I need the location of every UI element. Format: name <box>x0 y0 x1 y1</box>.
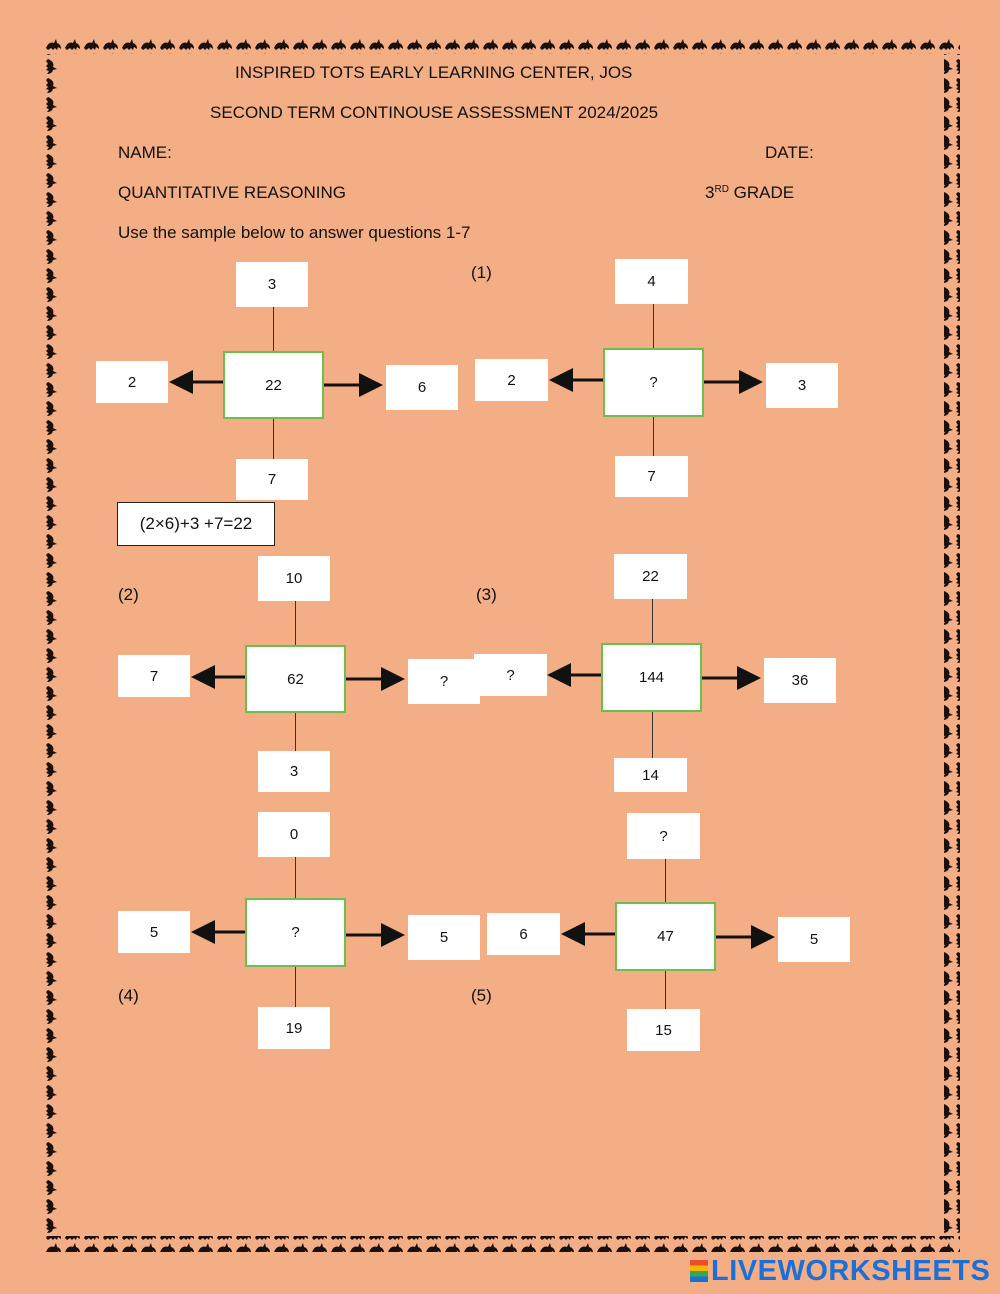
q2-label: (2) <box>118 585 139 605</box>
sample-top-box: 3 <box>236 262 308 307</box>
q5-right-box: 5 <box>778 917 850 962</box>
q5-center-box: 47 <box>615 902 716 971</box>
q1-label: (1) <box>471 263 492 283</box>
q1-bottom-box: 7 <box>615 456 688 497</box>
q5-top-box[interactable]: ? <box>627 813 700 859</box>
logo-text: LIVEWORKSHEETS <box>711 1255 990 1287</box>
q3-center-box: 144 <box>601 643 702 712</box>
sample-bottom-box: 7 <box>236 459 308 500</box>
q3-top-box: 22 <box>614 554 687 599</box>
q3-bottom-line <box>652 711 653 758</box>
q3-label: (3) <box>476 585 497 605</box>
q4-top-line <box>295 857 296 899</box>
q4-bottom-box: 19 <box>258 1007 330 1049</box>
q2-left-box: 7 <box>118 655 190 697</box>
q2-bottom-line <box>295 712 296 752</box>
q1-top-line <box>653 304 654 349</box>
q2-center-box: 62 <box>245 645 346 713</box>
q2-right-box[interactable]: ? <box>408 659 480 704</box>
q3-bottom-box: 14 <box>614 758 687 792</box>
q2-bottom-box: 3 <box>258 751 330 792</box>
q4-left-box: 5 <box>118 911 190 953</box>
sample-top-line <box>273 307 274 352</box>
sample-center-box: 22 <box>223 351 324 419</box>
q2-top-line <box>295 601 296 646</box>
q4-right-box: 5 <box>408 915 480 960</box>
q4-bottom-line <box>295 966 296 1008</box>
q1-left-box: 2 <box>475 359 548 401</box>
q5-left-box: 6 <box>487 913 560 955</box>
logo-mark-icon <box>690 1260 708 1282</box>
sample-left-box: 2 <box>96 361 168 403</box>
q3-right-box: 36 <box>764 658 836 703</box>
q4-center-box[interactable]: ? <box>245 898 346 967</box>
q3-left-box[interactable]: ? <box>474 654 547 696</box>
liveworksheets-logo[interactable]: LIVEWORKSHEETS <box>690 1255 990 1288</box>
sample-right-box: 6 <box>386 365 458 410</box>
sample-formula: (2×6)+3 +7=22 <box>117 502 275 546</box>
q5-label: (5) <box>471 986 492 1006</box>
q4-label: (4) <box>118 986 139 1006</box>
q4-top-box: 0 <box>258 812 330 857</box>
q1-top-box: 4 <box>615 259 688 304</box>
q1-bottom-line <box>653 416 654 456</box>
q5-bottom-line <box>665 970 666 1010</box>
q5-top-line <box>665 859 666 903</box>
q1-right-box: 3 <box>766 363 838 408</box>
q2-top-box: 10 <box>258 556 330 601</box>
sample-bottom-line <box>273 418 274 460</box>
q5-bottom-box: 15 <box>627 1009 700 1051</box>
q1-center-box[interactable]: ? <box>603 348 704 417</box>
q3-top-line <box>652 599 653 644</box>
